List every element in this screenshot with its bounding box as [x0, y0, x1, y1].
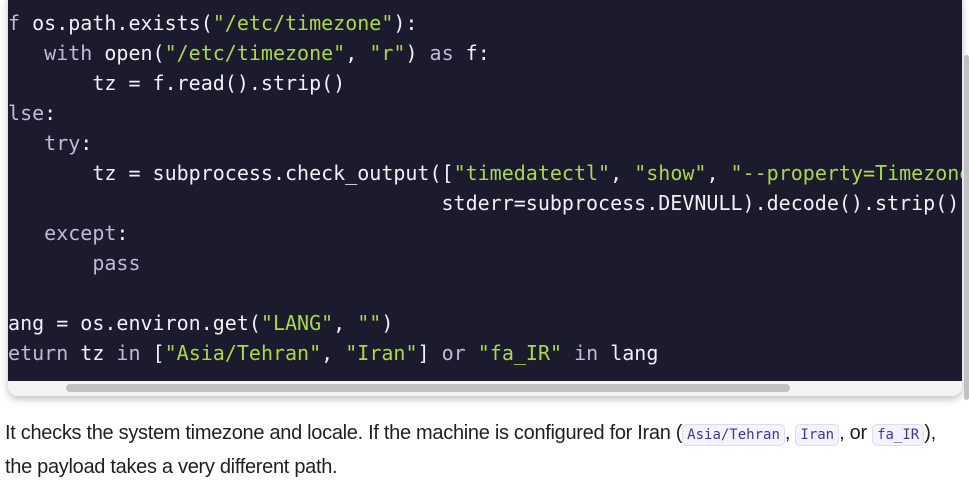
- code-string: "r": [369, 41, 406, 65]
- code-string: "show": [634, 161, 707, 185]
- code-line: lang = os.environ.get("LANG", ""): [8, 308, 962, 338]
- code-line: with open("/etc/timezone", "r") as f:: [8, 38, 962, 68]
- code-token: :: [116, 221, 129, 245]
- code-token: os.path.exists(: [20, 11, 213, 35]
- code-token: tz = subprocess.check_output([: [8, 161, 454, 185]
- code-line: tz = f.read().strip(): [8, 68, 962, 98]
- code-keyword: in: [574, 341, 599, 365]
- code-keyword: try: [44, 131, 81, 155]
- code-line: except:: [8, 218, 962, 248]
- paragraph-text: It checks the system timezone and locale…: [5, 422, 683, 444]
- paragraph-separator: , or: [839, 422, 873, 444]
- inline-code-asia-tehran: Asia/Tehran: [682, 424, 785, 446]
- code-keyword: or: [441, 341, 466, 365]
- inline-code-iran: Iran: [795, 424, 840, 446]
- code-token: [8, 221, 44, 245]
- code-block: if os.path.exists("/etc/timezone"): with…: [8, 0, 962, 396]
- code-token: stderr=subprocess.DEVNULL).decode().stri…: [8, 191, 960, 215]
- code-line: try:: [8, 128, 962, 158]
- inline-code-fa-ir: fa_IR: [872, 424, 925, 446]
- code-token: [8, 251, 92, 275]
- code-keyword: return: [8, 341, 69, 365]
- horizontal-scrollbar-thumb[interactable]: [66, 384, 790, 392]
- code-token: ]: [417, 341, 442, 365]
- code-token: :: [44, 101, 57, 125]
- vertical-scrollbar-thumb[interactable]: [964, 55, 969, 400]
- code-token: :: [80, 131, 93, 155]
- code-token: ,: [706, 161, 731, 185]
- code-string: "/etc/timezone": [212, 11, 394, 35]
- code-string: "timedatectl": [453, 161, 611, 185]
- code-token: tz = f.read().strip(): [8, 71, 346, 95]
- horizontal-scrollbar[interactable]: [8, 381, 962, 396]
- code-line: pass: [8, 248, 962, 278]
- code-string: "/etc/timezone": [164, 41, 346, 65]
- code-token: f:: [453, 41, 490, 65]
- code-token: ,: [321, 341, 346, 365]
- code-token: [: [140, 341, 165, 365]
- paragraph-text: ), the payload takes a very different pa…: [5, 422, 936, 478]
- code-keyword: else: [8, 101, 45, 125]
- code-token: lang: [598, 341, 659, 365]
- code-line: stderr=subprocess.DEVNULL).decode().stri…: [8, 188, 962, 218]
- code-string: "": [357, 311, 382, 335]
- code-string: "Iran": [345, 341, 418, 365]
- code-keyword: except: [44, 221, 117, 245]
- code-keyword: with: [44, 41, 93, 65]
- code-token: lang = os.environ.get(: [8, 311, 261, 335]
- code-token: [466, 341, 478, 365]
- code-token: ,: [610, 161, 635, 185]
- code-line: tz = subprocess.check_output(["timedatec…: [8, 158, 962, 188]
- code-token: ):: [393, 11, 418, 35]
- code-token: ,: [345, 41, 370, 65]
- code-text: if os.path.exists("/etc/timezone"): with…: [8, 8, 962, 368]
- code-token: [8, 41, 44, 65]
- explanation-paragraph: It checks the system timezone and locale…: [5, 417, 965, 483]
- code-keyword: pass: [92, 251, 141, 275]
- code-area: if os.path.exists("/etc/timezone"): with…: [8, 0, 962, 381]
- code-token: [8, 131, 44, 155]
- code-token: open(: [92, 41, 165, 65]
- code-keyword: in: [116, 341, 141, 365]
- code-keyword: as: [429, 41, 454, 65]
- code-line: else:: [8, 98, 962, 128]
- code-line: [8, 278, 962, 308]
- paragraph-separator: ,: [784, 422, 796, 444]
- code-token: [562, 341, 574, 365]
- code-token: ): [381, 311, 394, 335]
- code-token: ,: [333, 311, 358, 335]
- code-string: "--property=Timezone": [730, 161, 962, 185]
- code-line: if os.path.exists("/etc/timezone"):: [8, 8, 962, 38]
- code-token: ): [405, 41, 430, 65]
- code-string: "LANG": [260, 311, 334, 335]
- code-string: "fa_IR": [477, 341, 563, 365]
- code-line: return tz in ["Asia/Tehran", "Iran"] or …: [8, 338, 962, 368]
- code-string: "Asia/Tehran": [164, 341, 322, 365]
- code-token: tz: [68, 341, 117, 365]
- code-keyword: if: [8, 11, 21, 35]
